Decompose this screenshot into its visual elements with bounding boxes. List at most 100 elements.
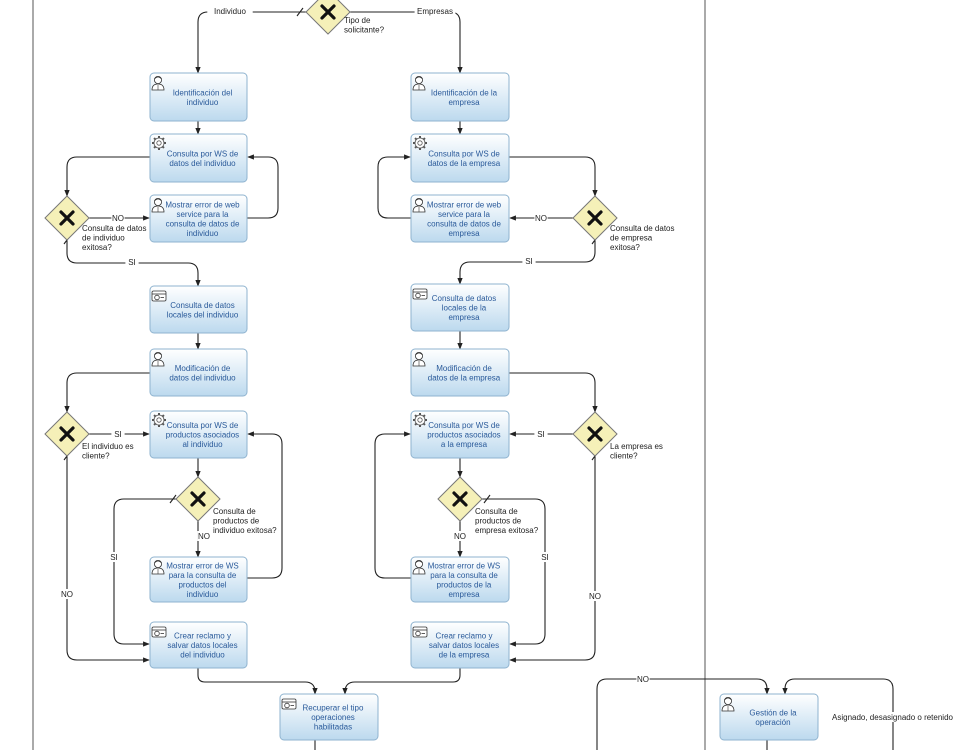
task-label: para la consulta de	[430, 571, 498, 580]
flow-label: Asignado, desasignado o retenido	[832, 713, 954, 722]
flow-t11-t10	[377, 154, 411, 219]
flow-t3-t2	[247, 154, 279, 219]
task-label: Crear reclamo y	[174, 632, 231, 641]
task-label: Consulta por WS de	[167, 421, 239, 430]
user-icon	[412, 197, 426, 213]
flow-t5-g4	[64, 372, 150, 413]
task-label: a la empresa	[441, 440, 488, 449]
task-label: Identificación de la	[431, 88, 498, 97]
flow-label: NO	[535, 214, 547, 223]
task-label: operaciones	[311, 713, 355, 722]
task-box	[149, 133, 248, 183]
task-box	[149, 621, 248, 669]
flow-t18-loop	[782, 678, 894, 750]
flow-label: NO	[61, 590, 73, 599]
gateway-label: Consulta de datos	[82, 224, 147, 233]
task-label: Crear reclamo y	[436, 632, 493, 641]
flow-label: Individuo	[214, 7, 247, 16]
flow-label-bg	[125, 257, 139, 267]
task-label: Gestión de la	[749, 708, 797, 717]
task-label: productos asociados	[166, 431, 239, 440]
task-box	[149, 556, 248, 603]
task-label: Consulta por WS de	[428, 149, 500, 158]
task-label: Identificación del	[173, 88, 233, 97]
gateway-label: individuo exitosa?	[213, 526, 277, 535]
gateway-label: cliente?	[82, 452, 110, 461]
script-icon	[281, 698, 297, 710]
flow-g6-t8	[113, 498, 176, 647]
user-icon	[151, 76, 165, 91]
gateway-label: El individuo es	[82, 442, 134, 451]
gateway-label: empresa exitosa?	[475, 526, 539, 535]
gear-icon	[152, 136, 166, 150]
task-label: productos del	[178, 580, 226, 589]
flow-label: SI	[114, 430, 122, 439]
task-label: salvar datos locales	[167, 641, 237, 650]
task-label: Recuperar el tipo	[303, 704, 364, 713]
flow-label-bg	[830, 712, 960, 722]
task-label: consulta de datos de	[166, 219, 240, 228]
gateway-label: exitosa?	[610, 243, 640, 252]
task-label: operación	[755, 718, 790, 727]
flow-label: SI	[537, 430, 545, 439]
flow-label-bg	[588, 591, 602, 601]
task-label: datos del individuo	[169, 373, 236, 382]
gateway-label: de empresa	[610, 234, 653, 243]
task-box	[149, 194, 248, 243]
task-label: Mostrar error de WS	[428, 561, 500, 570]
task-label: datos del individuo	[169, 159, 236, 168]
task-label: service para la	[438, 210, 491, 219]
sequence-flows	[63, 7, 894, 750]
flow-label: NO	[112, 214, 124, 223]
flow-label: Empresas	[417, 7, 453, 16]
task-label: Consulta de datos	[170, 301, 235, 310]
task-box	[410, 283, 510, 332]
flow-t13-g5	[509, 372, 598, 413]
flow-g4-t8	[66, 456, 150, 663]
task-label: individuo	[187, 229, 219, 238]
flow-label-bg	[207, 6, 253, 16]
task-label: del individuo	[180, 651, 225, 660]
gateway-label: Consulta de datos	[610, 224, 675, 233]
flow-label-bg	[197, 531, 211, 541]
script-icon	[151, 290, 167, 302]
flow-t2-g2	[64, 156, 150, 197]
x-mark-icon	[59, 210, 75, 226]
task-label: individuo	[187, 590, 219, 599]
flow-label: SI	[541, 553, 549, 562]
script-icon	[412, 288, 428, 300]
x-mark-icon	[190, 491, 206, 507]
task-label: datos de la empresa	[428, 373, 501, 382]
task-label: Mostrar error de web	[427, 200, 502, 209]
gateway-label: productos de	[475, 517, 522, 526]
task-label: de la empresa	[439, 651, 490, 660]
task-label: para la consulta de	[169, 571, 237, 580]
flow-label: NO	[198, 532, 210, 541]
